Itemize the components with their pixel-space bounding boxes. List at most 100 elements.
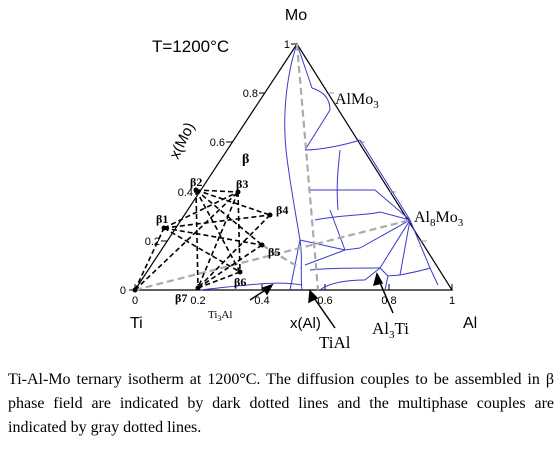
label-b5: β5 bbox=[268, 245, 280, 259]
left-tick-0.2: 0.2 bbox=[145, 236, 160, 248]
point-b5 bbox=[259, 242, 265, 248]
phase-line-q bbox=[364, 267, 381, 281]
couple-points bbox=[132, 187, 273, 293]
phase-label-almo3: AlMo3 bbox=[335, 91, 379, 111]
arrow-tial bbox=[311, 294, 336, 329]
couple-line-11 bbox=[195, 189, 199, 289]
phase-line-f bbox=[359, 139, 411, 221]
phase-line-t bbox=[399, 267, 439, 286]
bottom-ticks bbox=[134, 284, 453, 290]
al8mo3-text-al: Al bbox=[414, 209, 431, 226]
bottom-tick-0.8: 0.8 bbox=[381, 295, 396, 307]
axis-label-mo: x(Mo) bbox=[166, 120, 198, 162]
couple-line-12 bbox=[197, 191, 239, 289]
bottom-tick-0.2: 0.2 bbox=[190, 295, 205, 307]
multiphase-couple-ti-al8mo3 bbox=[134, 218, 411, 292]
almo3-region bbox=[304, 87, 331, 151]
arrowhead-ti3al bbox=[261, 283, 274, 296]
couple-labels: β1 β2 β3 β4 β5 β6 β7 bbox=[156, 175, 288, 305]
left-tick-0.6: 0.6 bbox=[210, 137, 225, 149]
left-tick-labels: 0 0.2 0.4 0.6 0.8 1 bbox=[120, 39, 290, 297]
label-b1: β1 bbox=[156, 212, 168, 226]
point-b3 bbox=[235, 189, 241, 195]
al3ti-sub: 3 bbox=[389, 329, 395, 341]
phase-label-tial: TiAl bbox=[319, 333, 351, 352]
label-b7: β7 bbox=[175, 291, 187, 305]
couple-line-9 bbox=[195, 189, 263, 246]
couple-line-6 bbox=[163, 227, 241, 273]
almo3-text: AlMo bbox=[335, 91, 373, 108]
phase-label-ti3al: Ti3Al bbox=[208, 309, 232, 323]
arrowhead-al3ti bbox=[372, 272, 384, 287]
vertex-mo: Mo bbox=[285, 7, 307, 24]
al8mo3-sub-8: 8 bbox=[430, 217, 436, 229]
point-b1 bbox=[161, 225, 167, 231]
beta-couples bbox=[134, 189, 271, 291]
phase-line-j bbox=[379, 219, 411, 269]
al8mo3-text-mo: Mo bbox=[436, 209, 458, 226]
almo3-line-1 bbox=[296, 43, 313, 89]
ternary-diagram: Mo Ti Al T=1200°C x(Mo) x(Al) 0 0.2 0.4 … bbox=[120, 7, 477, 352]
bottom-tick-0.4: 0.4 bbox=[254, 295, 269, 307]
beta-boundary bbox=[284, 43, 303, 291]
phase-line-p bbox=[319, 279, 366, 291]
phase-line-h bbox=[379, 211, 411, 221]
couple-line-4 bbox=[163, 214, 271, 229]
vertex-ti: Ti bbox=[130, 315, 143, 332]
couple-line-8 bbox=[195, 189, 271, 216]
bottom-tick-0.6: 0.6 bbox=[317, 295, 332, 307]
temperature-label: T=1200°C bbox=[152, 37, 229, 56]
point-b6 bbox=[237, 269, 243, 275]
figure-caption: Ti-Al-Mo ternary isotherm at 1200°C. The… bbox=[8, 371, 554, 436]
left-tick-0.8: 0.8 bbox=[243, 88, 258, 100]
al3ti-text-al: Al bbox=[372, 319, 389, 338]
arrowhead-tial bbox=[308, 289, 319, 304]
phase-line-k bbox=[409, 219, 431, 269]
bottom-tick-labels: 0 0.2 0.4 0.6 0.8 1 bbox=[132, 295, 455, 307]
phase-line-c bbox=[314, 211, 381, 221]
couple-line-13 bbox=[197, 214, 271, 289]
point-b4 bbox=[267, 212, 273, 218]
couple-line-3 bbox=[163, 191, 239, 229]
left-tick-0.4: 0.4 bbox=[178, 187, 193, 199]
label-b6: β6 bbox=[234, 275, 246, 289]
phase-line-g bbox=[374, 189, 411, 221]
al8mo3-sub-3: 3 bbox=[458, 217, 464, 229]
couple-line-2 bbox=[134, 227, 165, 291]
vertex-al: Al bbox=[463, 315, 477, 332]
ternary-triangle bbox=[133, 42, 454, 291]
right-side-ticks bbox=[328, 92, 427, 242]
label-b3: β3 bbox=[236, 177, 248, 191]
phase-label-al3ti: Al3Ti bbox=[372, 319, 409, 341]
couple-line-5 bbox=[163, 227, 263, 246]
phase-line-r bbox=[379, 267, 401, 277]
phase-line-e bbox=[336, 149, 341, 211]
phase-line-l bbox=[399, 219, 411, 276]
al3ti-text-ti: Ti bbox=[395, 319, 410, 338]
label-b2: β2 bbox=[190, 175, 202, 189]
left-tick-1: 1 bbox=[284, 39, 290, 51]
phase-line-m bbox=[299, 239, 346, 251]
phase-line-s bbox=[384, 275, 389, 291]
couple-line-16 bbox=[237, 191, 241, 273]
multiphase-couple-mo-tial bbox=[295, 43, 320, 291]
ti3al-text-ti: Ti bbox=[208, 309, 217, 321]
phase-line-a bbox=[304, 139, 361, 151]
phase-line-o bbox=[309, 267, 381, 271]
multiphase-couple-b5 bbox=[261, 244, 301, 269]
point-b2 bbox=[193, 187, 199, 193]
phase-label-al8mo3: Al8Mo3 bbox=[414, 209, 464, 229]
almo3-sub: 3 bbox=[373, 99, 379, 111]
axis-label-al: x(Al) bbox=[290, 315, 321, 332]
ti3al-boundary bbox=[199, 282, 303, 291]
phase-line-n bbox=[304, 249, 346, 266]
phase-boundaries bbox=[199, 43, 439, 291]
couple-line-14 bbox=[197, 244, 263, 289]
ti3al-text-al: Al bbox=[221, 309, 232, 321]
point-b7 bbox=[195, 285, 201, 291]
left-tick-0: 0 bbox=[120, 285, 126, 297]
label-b4: β4 bbox=[276, 203, 288, 217]
annotation-arrows bbox=[249, 272, 394, 329]
bottom-tick-1: 1 bbox=[449, 295, 455, 307]
